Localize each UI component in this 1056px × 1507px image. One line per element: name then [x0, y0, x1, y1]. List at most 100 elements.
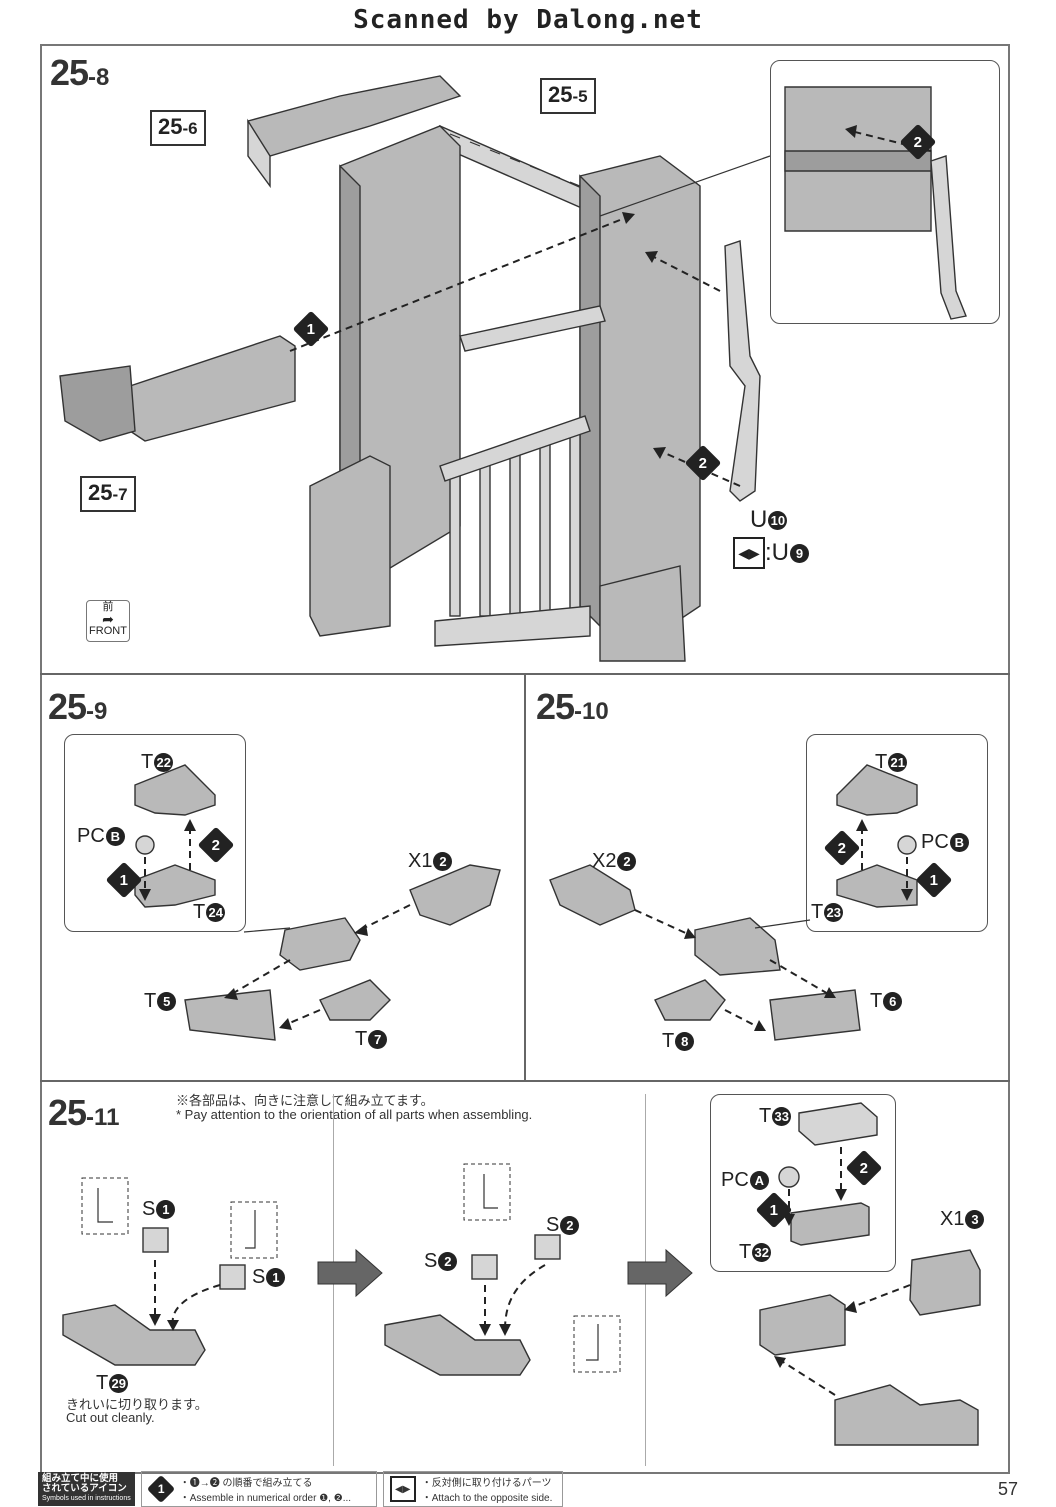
arrowhead-s1b: [167, 1320, 179, 1331]
legend-order-icon: 1: [146, 1474, 175, 1504]
label-u10-letter: U: [750, 506, 768, 533]
assembly-25-11-shape: [759, 1294, 846, 1356]
label-t24-letter: T: [193, 901, 206, 923]
label-t21-num: 21: [888, 753, 908, 773]
step-25-9-sub: -9: [86, 698, 108, 725]
label-t29-letter: T: [96, 1372, 109, 1394]
inset-25-9-pc-shape: [135, 835, 155, 855]
zoom-box-s2a: [463, 1163, 511, 1221]
arrowhead-t5: [224, 988, 238, 1000]
inset-25-9-t22-shape: [134, 764, 216, 816]
zoom-shape-s2a: [483, 1174, 498, 1209]
part-25-7: [129, 335, 296, 442]
label-u10-num: 10: [768, 511, 788, 531]
part-25-6-front: [247, 118, 271, 189]
part-t8: [654, 979, 726, 1021]
ref-25-5-sub: -5: [572, 87, 588, 106]
assembly-25-10: [694, 917, 781, 976]
label-s1a-num: 1: [156, 1200, 176, 1220]
zoom-shape-s2b: [586, 1324, 599, 1361]
legend-opposite-jp: ・反対側に取り付けるパーツ: [421, 1478, 552, 1489]
label-u9-letter: :U: [765, 539, 789, 566]
label-t5-letter: T: [144, 990, 157, 1012]
arrow-head-1: [622, 212, 635, 224]
inset-25-10-t23-shape: [836, 864, 918, 908]
label-u9-num: 9: [790, 543, 809, 563]
order-badge-1-25-8-text: 1: [306, 320, 316, 338]
label-t8-num: 8: [675, 1032, 695, 1052]
order-badge-2-25-8-text: 2: [698, 454, 708, 472]
legend-title: 組み立て中に使用 されているアイコン Symbols used in instr…: [38, 1472, 135, 1506]
ref-25-6-sub: -6: [182, 119, 198, 138]
inset-25-10-illustration: [836, 764, 918, 908]
ref-25-7-sub: -7: [112, 485, 128, 504]
label-s2b-num: 2: [438, 1252, 458, 1272]
scan-banner: Scanned by Dalong.net: [0, 0, 1056, 40]
legend-opposite-en: ・Attach to the opposite side.: [421, 1493, 553, 1504]
part-t29c-shape: [834, 1384, 979, 1446]
ref-25-7: 25-7: [80, 476, 136, 512]
label-x2-2-letter: X2: [592, 850, 617, 872]
front-indicator: 前 ➦ FRONT: [86, 600, 130, 642]
cut-note-en: Cut out cleanly.: [66, 1410, 155, 1425]
inset-25-9-illustration: [134, 764, 216, 908]
ref-25-6: 25-6: [150, 110, 206, 146]
gate-bars: [434, 415, 591, 647]
label-x1-3-num: 3: [965, 1210, 985, 1230]
inset-rod: [930, 155, 967, 320]
inset-25-9-t24-shape: [134, 864, 216, 908]
inset-25-11-badge-1-text: 1: [769, 1201, 779, 1219]
opposite-side-icon: ◀▶: [733, 537, 765, 569]
divider-25-9-25-10: [524, 673, 526, 1081]
inset-25-10-arrowhead-2: [856, 819, 868, 831]
label-s1b-num: 1: [266, 1268, 286, 1288]
step-25-9-illustration: [184, 864, 501, 1041]
inset-25-8-illustration: [784, 86, 967, 320]
label-t33-num: 33: [772, 1107, 792, 1127]
label-s2a-num: 2: [560, 1216, 580, 1236]
inset-25-10-pc-shape: [897, 835, 917, 855]
arrowhead-s2a: [499, 1324, 511, 1336]
arrowhead-s1a: [149, 1314, 161, 1326]
inset-25-10-arrowhead-1: [901, 889, 913, 901]
upper-rail: [459, 305, 606, 352]
arrow-x2-2: [634, 909, 691, 936]
inset-25-9-arrowhead-1: [139, 889, 151, 901]
step-25-8-num: 25: [50, 52, 89, 93]
arrow-t8: [724, 1009, 761, 1029]
next-arrow-2: [627, 1248, 693, 1298]
callout-line: [599, 155, 771, 217]
part-s1b-shape: [219, 1264, 246, 1290]
arrow-t7: [284, 1009, 321, 1026]
lattice-lines: [449, 133, 581, 187]
page-number: 57: [997, 1478, 1018, 1499]
inset-25-9-arrowhead-2: [184, 819, 196, 831]
zoom-shape-s1b: [245, 1210, 256, 1249]
step-25-11-panel-c: [759, 1249, 981, 1446]
arrowhead-t7: [279, 1018, 292, 1030]
step-25-11-label: 25-11: [48, 1092, 119, 1134]
label-t7-letter: T: [355, 1028, 368, 1050]
inset-25-11-arrowhead-2: [835, 1189, 847, 1201]
arrowhead-x1-3: [844, 1301, 857, 1313]
inset-25-8-detail: 2: [770, 60, 1000, 324]
arrow-to-t29c: [779, 1359, 836, 1396]
label-s1b-letter: S: [252, 1266, 266, 1288]
label-x1-2-letter: X1: [408, 850, 433, 872]
arrow-s2a: [504, 1264, 546, 1331]
part-s1a-shape: [142, 1227, 169, 1253]
arrow-x1-2: [359, 904, 411, 931]
legend-opposite-icon: ◀▶: [389, 1476, 416, 1502]
label-t24-num: 24: [206, 903, 226, 923]
inset-25-9-badge-1-text: 1: [119, 871, 129, 889]
